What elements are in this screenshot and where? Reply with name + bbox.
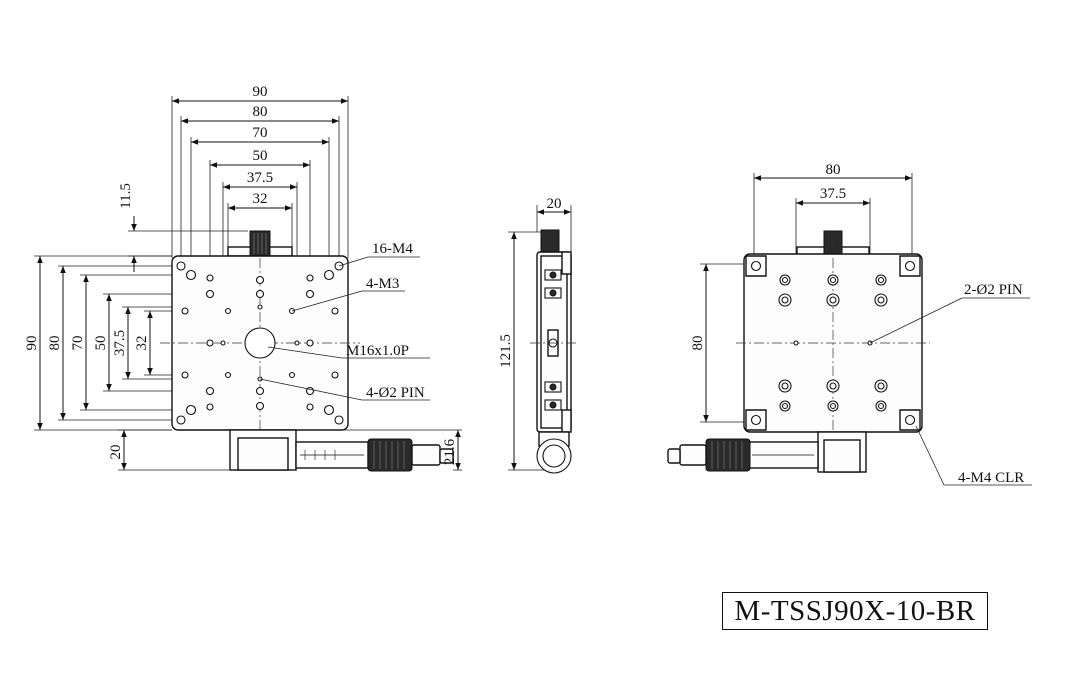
- front-offset-dimension: 11.5: [118, 183, 248, 272]
- front-callouts: 16-M4 4-M3 M16x1.0P 4-Ø2 PIN: [259, 241, 430, 401]
- back-micrometer: [667, 431, 867, 473]
- dim-90-top: 90: [253, 84, 268, 100]
- dim-20-side: 20: [547, 196, 562, 212]
- front-right-dimension: 21.6: [296, 429, 462, 471]
- front-plate: [160, 230, 360, 440]
- callout-2-pin: 2-Ø2 PIN: [964, 282, 1023, 298]
- dim-11-5: 11.5: [118, 183, 134, 209]
- side-view: 20 121.5: [498, 196, 578, 474]
- back-view: 80 37.5 80: [667, 162, 1032, 486]
- back-plate: [736, 230, 930, 440]
- dim-37-5-left: 37.5: [112, 330, 128, 356]
- dim-70-top: 70: [253, 125, 268, 141]
- dim-20-bottom: 20: [108, 445, 124, 460]
- dim-37-5-top: 37.5: [247, 170, 273, 186]
- callout-16-m4: 16-M4: [372, 241, 413, 257]
- back-callouts: 2-Ø2 PIN 4-M4 CLR: [869, 282, 1032, 486]
- dim-50-top: 50: [253, 148, 268, 164]
- front-bottom-dimension: 20: [108, 429, 230, 471]
- dim-121-5: 121.5: [498, 334, 514, 368]
- front-micrometer: [229, 429, 454, 472]
- dim-21-6: 21.6: [442, 438, 458, 465]
- dim-80-back-left: 80: [690, 336, 706, 351]
- dim-37-5-back: 37.5: [820, 186, 846, 202]
- dim-32-left: 32: [134, 336, 150, 351]
- callout-4-pin: 4-Ø2 PIN: [366, 385, 425, 401]
- dim-80-back-top: 80: [826, 162, 841, 178]
- dim-32-top: 32: [253, 191, 268, 207]
- side-body: [530, 229, 578, 474]
- callout-4-m3: 4-M3: [366, 276, 399, 292]
- dim-50-left: 50: [93, 336, 109, 351]
- dim-80-top: 80: [253, 104, 268, 120]
- dim-90-left: 90: [24, 336, 40, 351]
- model-number-label: M-TSSJ90X-10-BR: [722, 592, 988, 630]
- front-view: 90 80 70 50 37.5 32 11.5: [24, 84, 462, 472]
- dim-80-left: 80: [47, 336, 63, 351]
- dim-70-left: 70: [70, 336, 86, 351]
- callout-m16: M16x1.0P: [346, 343, 409, 359]
- callout-4-m4-clr: 4-M4 CLR: [958, 470, 1024, 486]
